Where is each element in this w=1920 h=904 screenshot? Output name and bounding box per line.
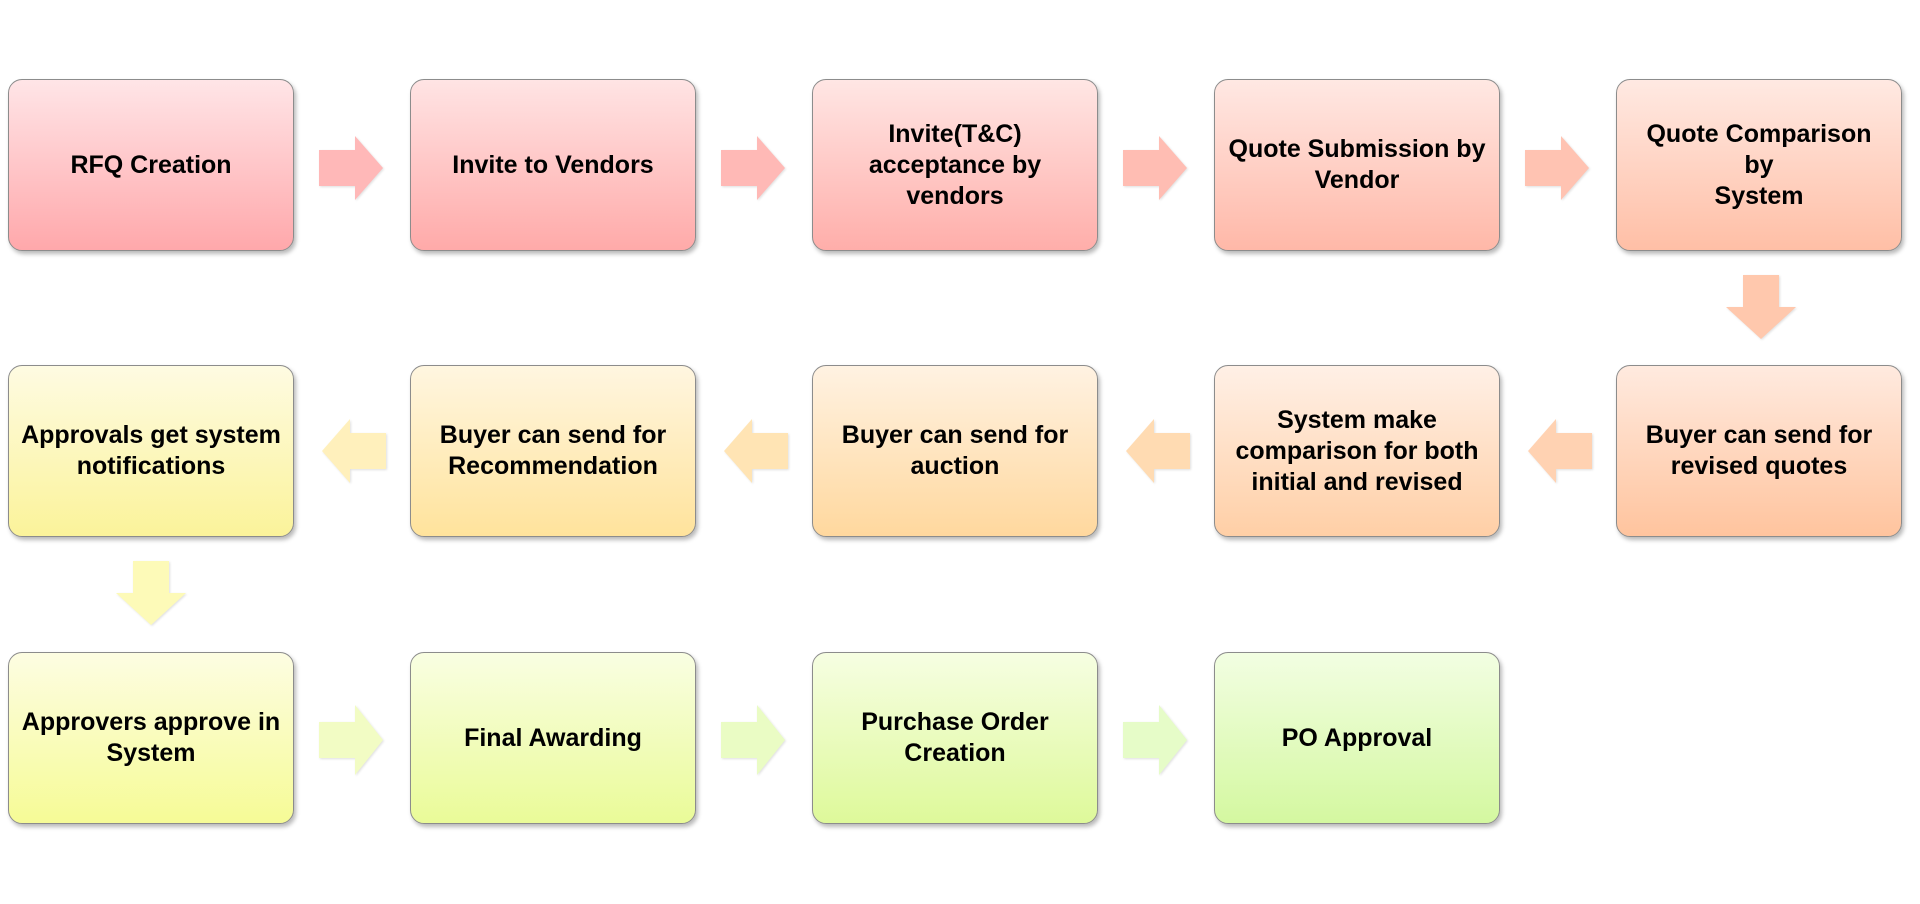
arrow-right-icon: [1123, 705, 1187, 775]
arrow-left-icon: [724, 419, 788, 483]
arrow-left-icon: [1126, 419, 1190, 483]
step-revised-quotes: Buyer can send for revised quotes: [1616, 365, 1902, 537]
step-label: Invite(T&C) acceptance by vendors: [868, 119, 1042, 210]
step-quote-comparison: Quote Comparison by System: [1616, 79, 1902, 251]
step-label: RFQ Creation: [70, 150, 232, 179]
arrow-down-icon: [1726, 275, 1796, 339]
step-label: Quote Submission by Vendor: [1228, 135, 1486, 194]
step-label: Purchase Order Creation: [861, 708, 1049, 767]
step-po-approval: PO Approval: [1214, 652, 1500, 824]
arrow-right-icon: [721, 705, 785, 775]
step-invite-to-vendors: Invite to Vendors: [410, 79, 696, 251]
step-auction: Buyer can send for auction: [812, 365, 1098, 537]
step-approvers-approve: Approvers approve in System: [8, 652, 294, 824]
step-final-awarding: Final Awarding: [410, 652, 696, 824]
step-label: Invite to Vendors: [452, 150, 654, 179]
step-label: Approvals get system notifications: [21, 421, 281, 480]
arrow-right-icon: [1525, 136, 1589, 200]
step-label: Buyer can send for Recommendation: [439, 421, 667, 480]
step-rfq-creation: RFQ Creation: [8, 79, 294, 251]
arrow-left-icon: [322, 419, 386, 483]
arrow-right-icon: [721, 136, 785, 200]
step-approval-notifications: Approvals get system notifications: [8, 365, 294, 537]
arrow-down-icon: [116, 561, 186, 625]
arrow-right-icon: [1123, 136, 1187, 200]
step-label: PO Approval: [1281, 723, 1433, 752]
step-invite-acceptance: Invite(T&C) acceptance by vendors: [812, 79, 1098, 251]
arrow-left-icon: [1528, 419, 1592, 483]
step-label: Approvers approve in System: [21, 708, 281, 767]
step-label: Buyer can send for auction: [841, 421, 1069, 480]
step-purchase-order-creation: Purchase Order Creation: [812, 652, 1098, 824]
arrow-right-icon: [319, 705, 383, 775]
step-label: Quote Comparison by System: [1646, 119, 1872, 210]
arrow-right-icon: [319, 136, 383, 200]
step-label: System make comparison for both initial …: [1235, 405, 1479, 496]
step-recommendation: Buyer can send for Recommendation: [410, 365, 696, 537]
step-quote-submission: Quote Submission by Vendor: [1214, 79, 1500, 251]
step-label: Final Awarding: [464, 723, 642, 752]
step-system-comparison: System make comparison for both initial …: [1214, 365, 1500, 537]
step-label: Buyer can send for revised quotes: [1645, 421, 1873, 480]
